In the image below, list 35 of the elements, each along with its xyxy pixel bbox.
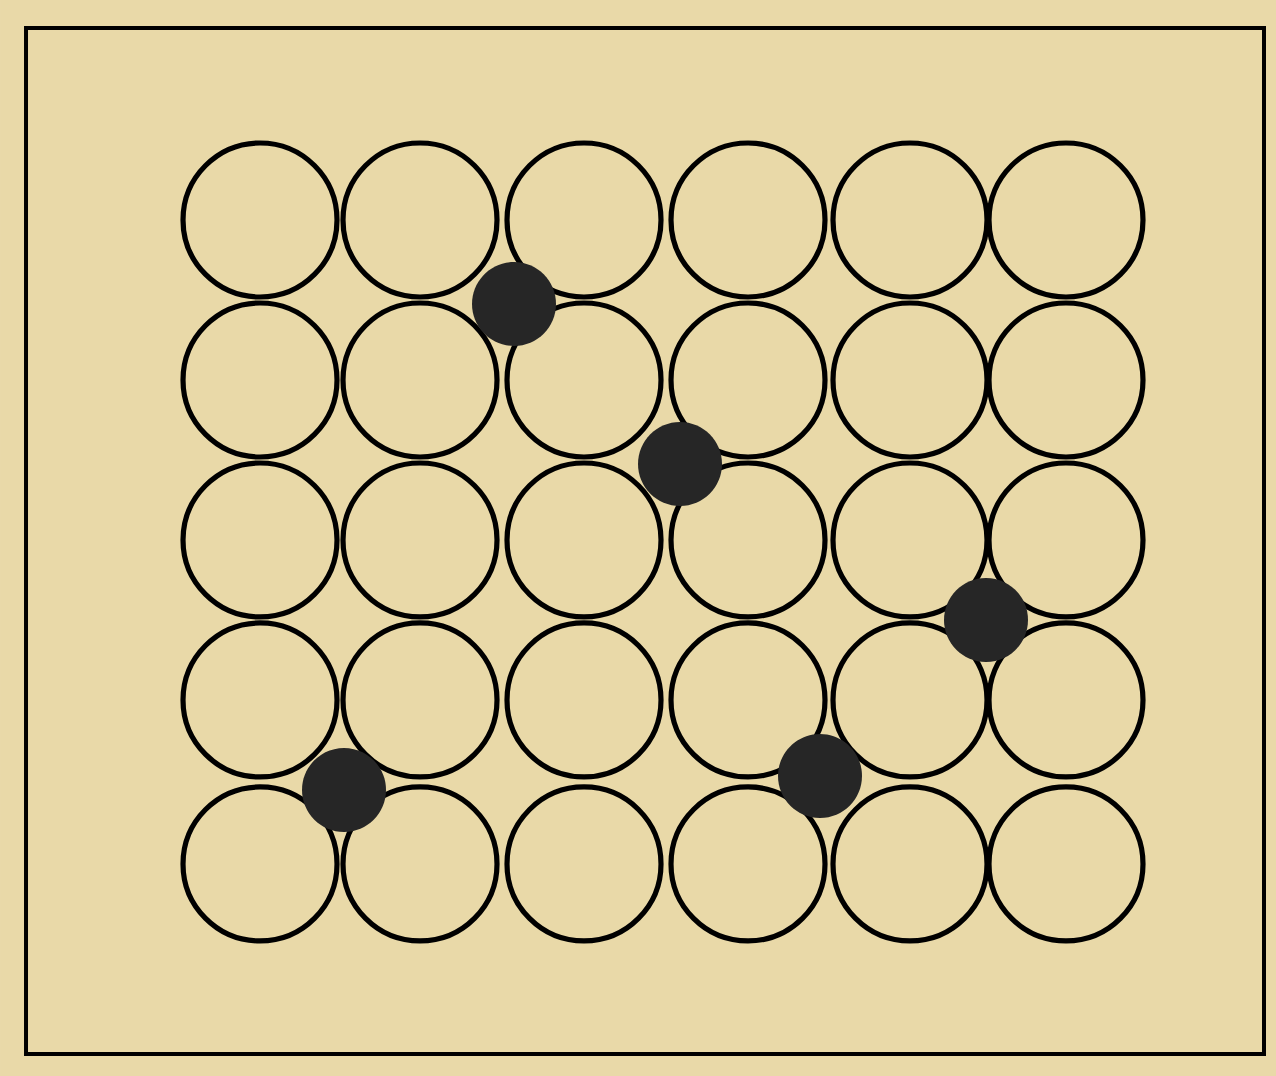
circle xyxy=(668,784,828,944)
circle xyxy=(504,300,664,460)
dot xyxy=(472,262,556,346)
circle xyxy=(340,784,500,944)
circle xyxy=(504,140,664,300)
dot xyxy=(302,748,386,832)
circle xyxy=(830,784,990,944)
circle xyxy=(340,620,500,780)
circle xyxy=(504,784,664,944)
circle xyxy=(830,460,990,620)
circle xyxy=(986,460,1146,620)
circle xyxy=(668,140,828,300)
circle xyxy=(830,620,990,780)
circle xyxy=(180,620,340,780)
circle xyxy=(986,140,1146,300)
dot xyxy=(944,578,1028,662)
circle xyxy=(668,460,828,620)
circle xyxy=(180,460,340,620)
circle xyxy=(504,620,664,780)
circle xyxy=(830,300,990,460)
circle xyxy=(340,460,500,620)
circle xyxy=(180,784,340,944)
circle xyxy=(504,460,664,620)
circle xyxy=(986,620,1146,780)
circle xyxy=(986,784,1146,944)
circle xyxy=(180,300,340,460)
circle xyxy=(340,140,500,300)
circle xyxy=(180,140,340,300)
dot xyxy=(638,422,722,506)
circle xyxy=(668,620,828,780)
circle xyxy=(668,300,828,460)
dot xyxy=(778,733,862,818)
circle xyxy=(986,300,1146,460)
circle xyxy=(830,140,990,300)
circle xyxy=(340,300,500,460)
